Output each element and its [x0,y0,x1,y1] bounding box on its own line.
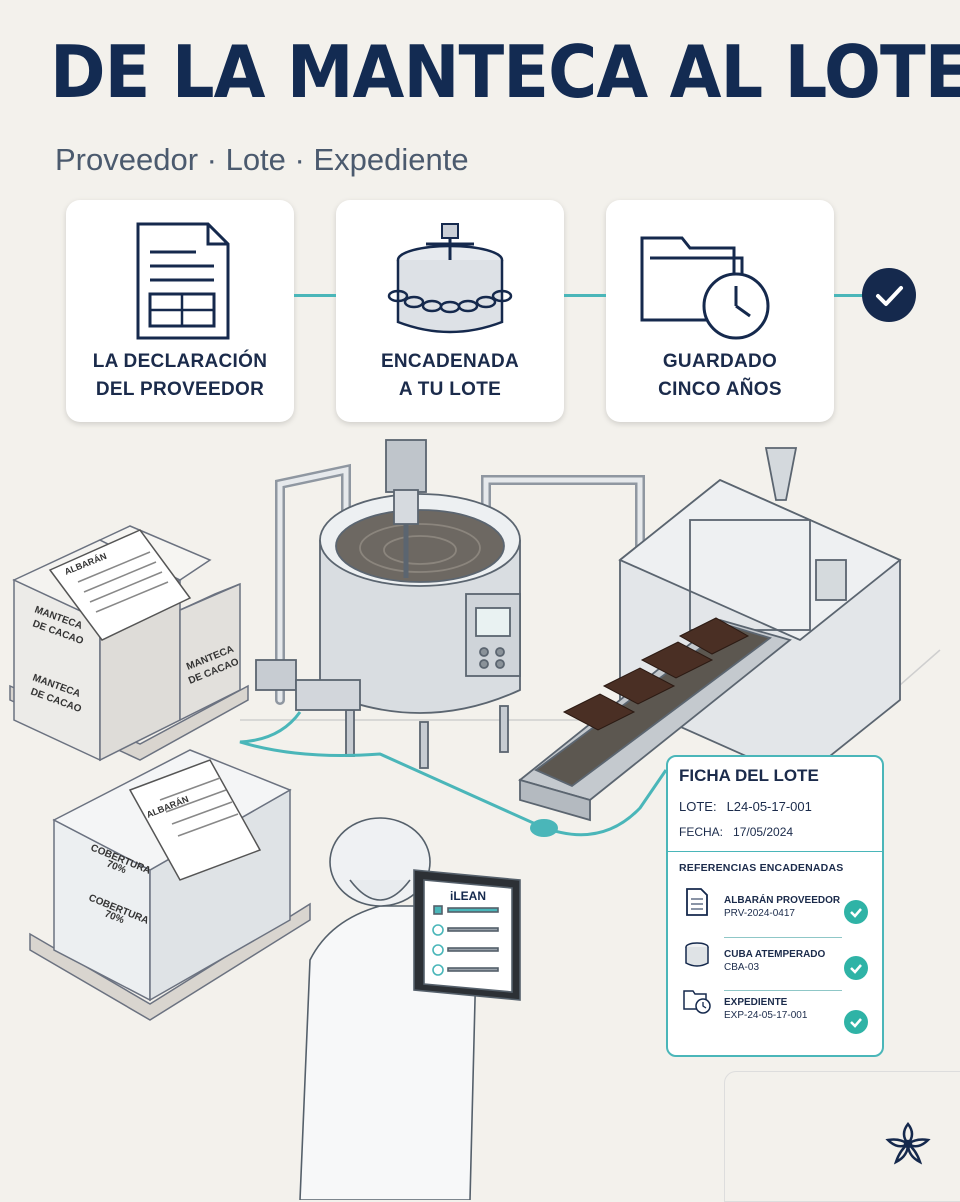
tablet-brand: iLEAN [450,889,486,903]
reference-label: ALBARÁN PROVEEDOR [724,895,841,906]
batch-date-value: 17/05/2024 [733,825,794,839]
linked-references-title: REFERENCIAS ENCADENADAS [679,862,844,874]
trace-node [530,819,558,837]
check-icon [862,268,916,322]
reference-connector [724,937,842,938]
step-card-supplier-declaration: LA DECLARACIÓN DEL PROVEEDOR [66,200,294,422]
step-card-linked-batch: ENCADENADA A TU LOTE [336,200,564,422]
document-form-icon [136,222,230,340]
batch-date-row: FECHA: 17/05/2024 [679,825,793,839]
check-icon [844,1010,868,1034]
divider [668,851,882,852]
reference-value: PRV-2024-0417 [724,908,795,919]
connector-line [564,294,606,297]
step-label-line2: CINCO AÑOS [658,379,782,400]
step-label-line1: GUARDADO [662,351,778,372]
reference-connector [724,990,842,991]
batch-record-card[interactable]: FICHA DEL LOTE LOTE: L24-05-17-001 FECHA:… [666,755,884,1057]
page-title: DE LA MANTECA AL LOTE [50,30,960,114]
batch-number-value: L24-05-17-001 [726,799,812,814]
step-label-line2: DEL PROVEEDOR [95,379,265,400]
reference-item: ALBARÁN PROVEEDOR PRV-2024-0417 [724,895,840,919]
tank-icon [685,942,709,967]
batch-card-title: FICHA DEL LOTE [679,766,819,785]
batch-number-row: LOTE: L24-05-17-001 [679,799,812,814]
connector-line [294,294,336,297]
batch-number-label: LOTE: [679,799,717,814]
step-label-line1: LA DECLARACIÓN [92,351,268,372]
chocolate-bars [562,617,750,731]
molding-machine [518,447,902,822]
cocoa-butter-pallet [9,525,249,762]
reference-value: EXP-24-05-17-001 [724,1010,808,1021]
reference-label: CUBA ATEMPERADO [724,949,826,960]
chained-tank-icon [387,223,513,334]
page-subtitle: Proveedor · Lote · Expediente [55,142,469,177]
folder-clock-icon [683,990,711,1014]
production-line-illustration: ALBARÁN MANTECA DE CACAO MANTECA DE CACA… [9,439,941,1200]
reference-item: CUBA ATEMPERADO CBA-03 [724,949,825,973]
flower-logo-icon [885,1121,931,1165]
reference-label: EXPEDIENTE [724,997,788,1008]
step-card-five-years: GUARDADO CINCO AÑOS [606,200,834,422]
trace-line [239,711,668,837]
check-icon [844,956,868,980]
couverture-pallet [29,749,311,1021]
document-icon [686,888,708,916]
batch-date-label: FECHA: [679,825,724,839]
operator-with-tablet [299,817,521,1200]
connector-line [834,294,864,297]
step-label-line2: A TU LOTE [398,379,502,400]
reference-value: CBA-03 [724,962,760,973]
reference-item: EXPEDIENTE EXP-24-05-17-001 [724,997,807,1021]
step-label-line1: ENCADENADA [380,351,520,372]
check-icon [844,900,868,924]
folder-clock-icon [640,236,770,340]
tempering-tank [255,439,521,769]
